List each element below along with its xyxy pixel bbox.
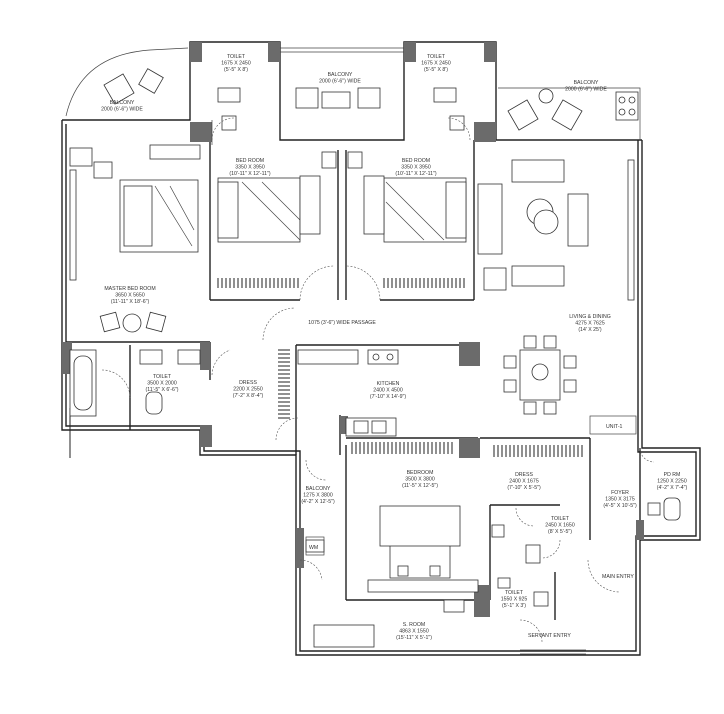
furniture — [69, 68, 681, 648]
living-dining-imperial-label: (14' X 25') — [578, 327, 602, 333]
master-bedroom-name-label: MASTER BED ROOM — [104, 286, 155, 292]
toilet-2-name-label: TOILET — [427, 54, 446, 60]
wardrobe-bedroom-2 — [383, 278, 465, 288]
balcony-1-dims-label: 2000 (6'-6") WIDE — [101, 107, 143, 113]
balcony-4-imperial-label: (4'-2" X 12'-5") — [301, 499, 335, 505]
toilet-4-name-label: TOILET — [551, 516, 570, 522]
toilet-3-name-label: TOILET — [153, 374, 172, 380]
toilet-2-imperial-label: (5'-5" X 8') — [424, 67, 448, 73]
living-dining-name-label: LIVING & DINING — [569, 314, 611, 320]
balcony-3-dims-label: 2000 (6'-6") WIDE — [565, 87, 607, 93]
doors — [101, 117, 655, 655]
dress-2-imperial-label: (7'-10" X 5'-5") — [507, 485, 541, 491]
dress-1-imperial-label: (7'-2" X 8'-4") — [233, 393, 264, 399]
foyer-imperial-label: (4'-5" X 10'-5") — [603, 503, 637, 509]
bedroom-3-dims-label: 3500 X 3800 — [405, 477, 435, 483]
toilet-4-dims-label: 2450 X 1650 — [545, 523, 575, 529]
unit-label: UNIT-1 — [606, 424, 623, 430]
master-bedroom-dims-label: 3650 X 5650 — [115, 293, 145, 299]
toilet-3-imperial-label: (11'-5" X 6'-6") — [146, 387, 179, 393]
wardrobe-bedroom-1 — [217, 278, 299, 288]
pd-rm-name-label: PD RM — [664, 472, 681, 478]
dress-2-dims-label: 2400 X 1675 — [509, 479, 539, 485]
pd-rm-imperial-label: (4'-2" X 7'-4") — [657, 485, 688, 491]
toilet-1-name-label: TOILET — [227, 54, 246, 60]
main-entry-label: MAIN ENTRY — [602, 574, 634, 580]
bedroom-3-name-label: BEDROOM — [407, 470, 434, 476]
bedroom-2-imperial-label: (10'-11" X 12'-11") — [395, 171, 436, 177]
balcony-3-name-label: BALCONY — [574, 80, 599, 86]
toilet-5-dims-label: 1550 X 925 — [501, 597, 528, 603]
kitchen-name-label: KITCHEN — [377, 381, 400, 387]
servant-entry-label: SERVANT ENTRY — [528, 633, 571, 639]
outer-walls — [61, 41, 701, 656]
wardrobe-dress-2 — [493, 445, 583, 457]
balcony-2-name-label: BALCONY — [328, 72, 353, 78]
kitchen-dims-label: 2400 X 4500 — [373, 388, 403, 394]
balcony-4-dims-label: 1275 X 3800 — [303, 493, 333, 499]
dress-1-dims-label: 2200 X 2550 — [233, 387, 263, 393]
dress-1-name-label: DRESS — [239, 380, 257, 386]
master-bedroom-imperial-label: (11'-11" X 18'-6") — [111, 299, 150, 305]
balcony-4-name-label: BALCONY — [306, 486, 331, 492]
toilet-3-dims-label: 3500 X 2000 — [147, 381, 177, 387]
toilet-2-dims-label: 1675 X 2450 — [421, 61, 451, 67]
balcony-1-name-label: BALCONY — [110, 100, 135, 106]
bedroom-3-imperial-label: (11'-5" X 12'-5") — [402, 483, 438, 489]
servant-room-dims-label: 4863 X 1550 — [399, 629, 429, 635]
pd-rm-dims-label: 1250 X 2250 — [657, 479, 687, 485]
servant-room-name-label: S. ROOM — [403, 622, 425, 628]
bedroom-1-name-label: BED ROOM — [236, 158, 264, 164]
bedroom-1-imperial-label: (10'-11" X 12'-11") — [229, 171, 270, 177]
passage-name-label: 1075 (3'-6") WIDE PASSAGE — [308, 320, 376, 326]
bedroom-1-dims-label: 3350 X 3950 — [235, 165, 265, 171]
toilet-1-imperial-label: (5'-5" X 8') — [224, 67, 248, 73]
balcony-2-dims-label: 2000 (6'-6") WIDE — [319, 79, 361, 85]
kitchen-imperial-label: (7'-10" X 14'-9") — [370, 394, 406, 400]
toilet-5-imperial-label: (5'-1" X 3') — [502, 603, 526, 609]
wm-label: WM — [309, 545, 318, 551]
toilet-5-name-label: TOILET — [505, 590, 524, 596]
foyer-dims-label: 1350 X 3175 — [605, 497, 635, 503]
structural-columns — [62, 42, 644, 617]
wardrobe-bedroom-3 — [351, 442, 453, 454]
foyer-name-label: FOYER — [611, 490, 629, 496]
servant-room-imperial-label: (15'-11" X 5'-1") — [396, 635, 432, 641]
dress-2-name-label: DRESS — [515, 472, 533, 478]
living-dining-dims-label: 4275 X 7625 — [575, 321, 605, 327]
bedroom-2-dims-label: 3350 X 3950 — [401, 165, 431, 171]
toilet-4-imperial-label: (8' X 5'-5") — [548, 529, 572, 535]
wardrobe-hatches — [69, 278, 583, 458]
toilet-1-dims-label: 1675 X 2450 — [221, 61, 251, 67]
wardrobe-dress-1 — [278, 349, 290, 419]
bedroom-2-name-label: BED ROOM — [402, 158, 430, 164]
